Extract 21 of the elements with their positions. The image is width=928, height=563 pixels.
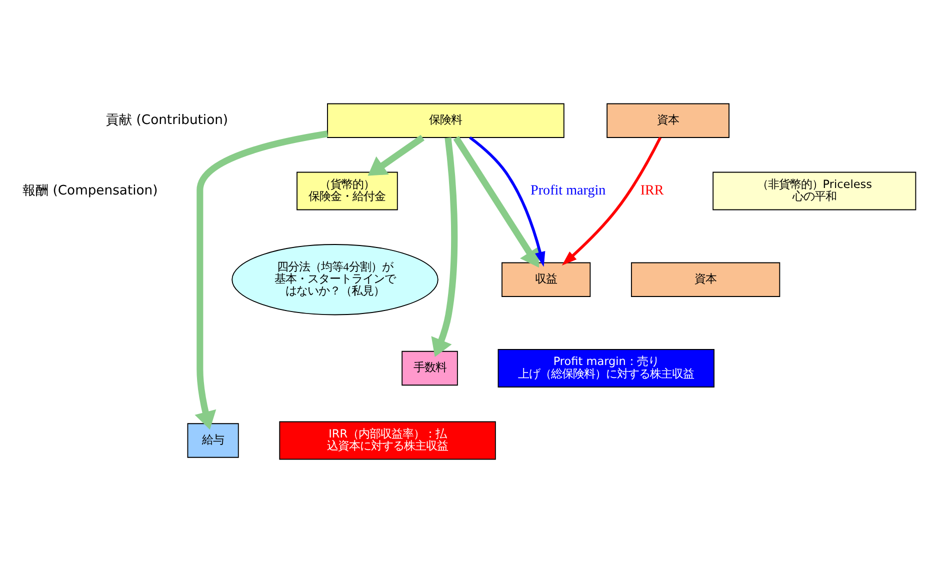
- label: 報酬 (Compensation): [22, 183, 158, 198]
- arrow: [469, 136, 546, 267]
- node-box: Profit margin：売り上げ（総保険料）に対する株主収益: [498, 349, 714, 388]
- node-box: 資本: [630, 262, 780, 297]
- node-ellipse: 四分法（均等4分割）が基本・スタートラインではないか？（私見）: [232, 244, 438, 316]
- node-box: 収益: [502, 262, 591, 297]
- node-box: 資本: [606, 103, 730, 138]
- node-box: （貨幣的） 保険金・給付金: [296, 172, 398, 210]
- node-box: IRR（内部収益率）：払込資本に対する株主収益: [279, 421, 496, 460]
- arrow: [453, 136, 539, 268]
- arrow: [431, 137, 458, 357]
- node-box: 給与: [187, 423, 239, 458]
- arrow: [368, 134, 424, 176]
- edge-label: IRR: [640, 182, 664, 198]
- arrow: [194, 130, 328, 430]
- label: 貢献 (Contribution): [106, 113, 228, 128]
- edge-label: Profit margin: [530, 182, 606, 198]
- arrow: [562, 137, 662, 266]
- node-box: 手数料: [402, 350, 458, 386]
- node-box: （非貨幣的）Priceless 心の平和: [712, 172, 916, 210]
- node-box: 保険料: [327, 103, 564, 138]
